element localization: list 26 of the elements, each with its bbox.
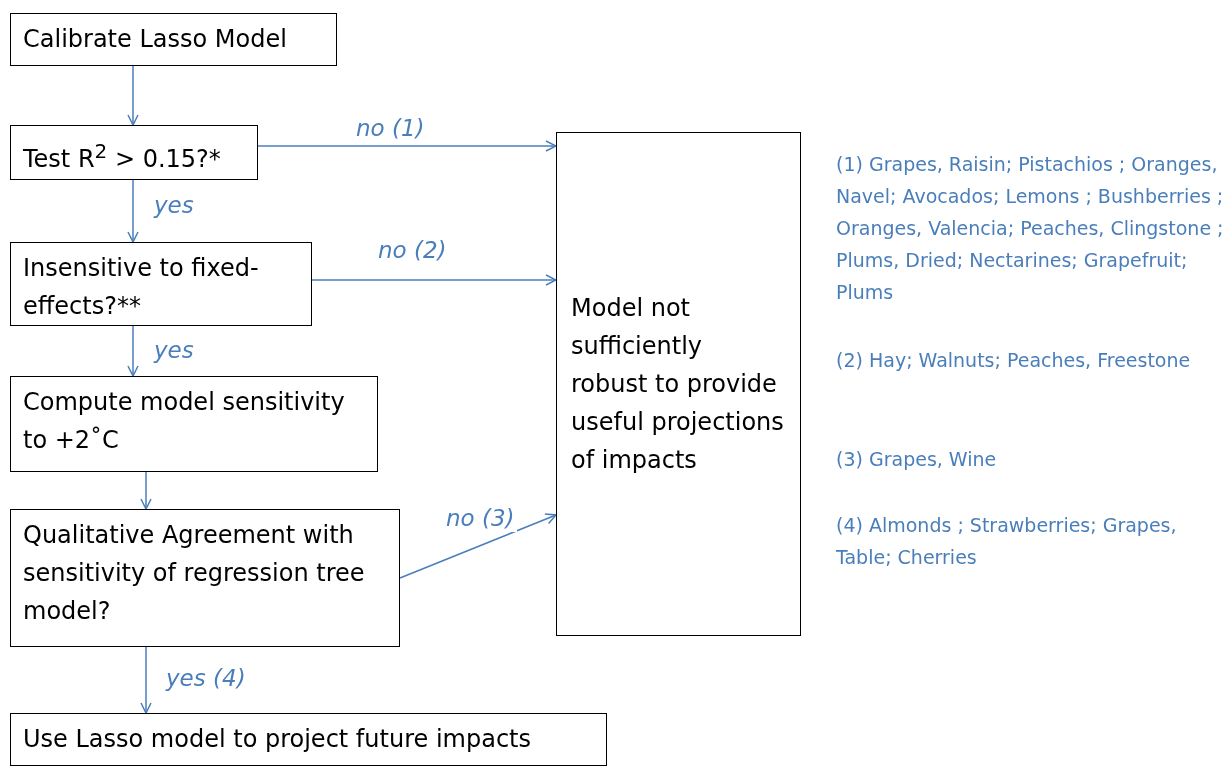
note-text: (4) Almonds ; Strawberries; Grapes, Table; Cherries (836, 513, 1178, 570)
box-text: Insensitive to fixed-effects?** (23, 253, 260, 322)
box-text: Test R$^{2}$ > 0.15?* (23, 138, 222, 175)
process-box (10, 13, 337, 66)
process-box (10, 125, 258, 180)
arrow (399, 513, 557, 579)
process-box (10, 376, 378, 472)
box-text: Model not sufficiently robust to provide useful projections of impacts (571, 293, 785, 476)
arrow (140, 471, 152, 510)
arrow (140, 646, 152, 714)
process-box (556, 132, 801, 636)
box-text: Calibrate Lasso Model (23, 24, 288, 55)
box-text: Qualitative Agreement with sensitivity of regression tree model? (23, 520, 366, 627)
box-text: Compute model sensitivity to +2˚C (23, 387, 346, 456)
process-box (10, 242, 312, 326)
box-text: Use Lasso model to project future impacts (23, 724, 532, 755)
process-box (10, 713, 607, 766)
note-text: (3) Grapes, Wine (836, 447, 998, 472)
process-box (10, 509, 400, 647)
arrow (127, 325, 139, 377)
note-text: (2) Hay; Walnuts; Peaches, Freestone (836, 348, 1192, 373)
arrow (127, 65, 139, 126)
arrow (311, 274, 557, 286)
note-text: (1) Grapes, Raisin; Pistachios ; Oranges, Navel; Avocados; Lemons ; Bushberries ; Oranges, Valencia; Peaches, Clingstone ; Plums, Dried; Nectarines; Grapefruit; Plums (836, 152, 1225, 305)
arrow (127, 179, 139, 243)
arrow (257, 140, 557, 152)
